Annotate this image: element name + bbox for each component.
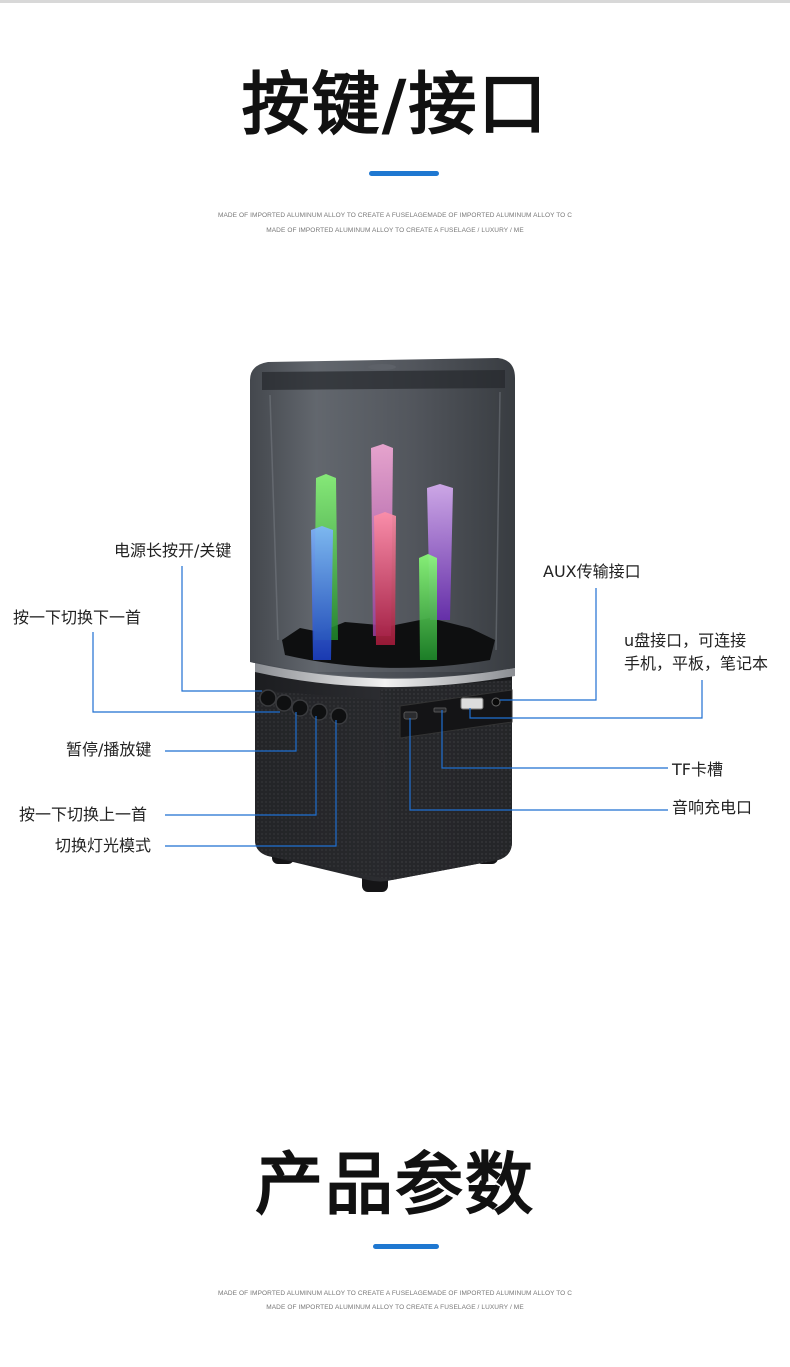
label-usb-line-1: u盘接口，可连接 [624, 631, 747, 650]
leader-line-aux [500, 588, 597, 701]
label-charge-port: 音响充电口 [672, 798, 753, 817]
port-panel [399, 689, 513, 739]
leader-line-play [165, 712, 297, 752]
prev-button [310, 703, 328, 721]
leader-line-usb [469, 680, 703, 719]
subtitle2-line-1: MADE OF IMPORTED ALUMINUM ALLOY TO CREAT… [217, 1290, 573, 1297]
light-mode-button [330, 707, 348, 725]
subtitle-line-2: MADE OF IMPORTED ALUMINUM ALLOY TO CREAT… [266, 227, 524, 234]
label-tf-slot: TF卡槽 [672, 760, 723, 779]
label-usb-line-2: 手机，平板，笔记本 [624, 654, 769, 673]
leader-line-prev [165, 716, 317, 816]
leader-line-light [165, 720, 337, 847]
section-title-parameters: 产品参数 [254, 1146, 535, 1225]
subtitle-line-1: MADE OF IMPORTED ALUMINUM ALLOY TO CREAT… [217, 212, 573, 219]
leader-line-tf [441, 710, 668, 769]
play-pause-button [291, 699, 309, 717]
next-button [275, 694, 293, 712]
section-title-buttons-ports: 按键/接口 [241, 66, 549, 145]
title-accent-bar-2 [373, 1244, 439, 1249]
label-prev-track: 按一下切换上一首 [19, 805, 148, 824]
label-play-pause: 暂停/播放键 [66, 740, 152, 759]
label-next-track: 按一下切换下一首 [13, 608, 142, 627]
usb-port [460, 697, 484, 710]
charge-port [403, 711, 418, 720]
label-aux: AUX传输接口 [543, 562, 641, 581]
leader-line-power [181, 566, 262, 692]
power-button [259, 689, 277, 707]
tf-slot [433, 707, 447, 713]
top-divider [0, 0, 790, 3]
label-power: 电源长按开/关键 [114, 541, 232, 560]
subtitle2-line-2: MADE OF IMPORTED ALUMINUM ALLOY TO CREAT… [266, 1304, 524, 1311]
title-accent-bar [369, 171, 439, 176]
leader-line-next [92, 632, 280, 713]
aux-port [491, 697, 501, 707]
label-light-mode: 切换灯光模式 [55, 836, 152, 855]
leader-line-charge [409, 718, 668, 811]
